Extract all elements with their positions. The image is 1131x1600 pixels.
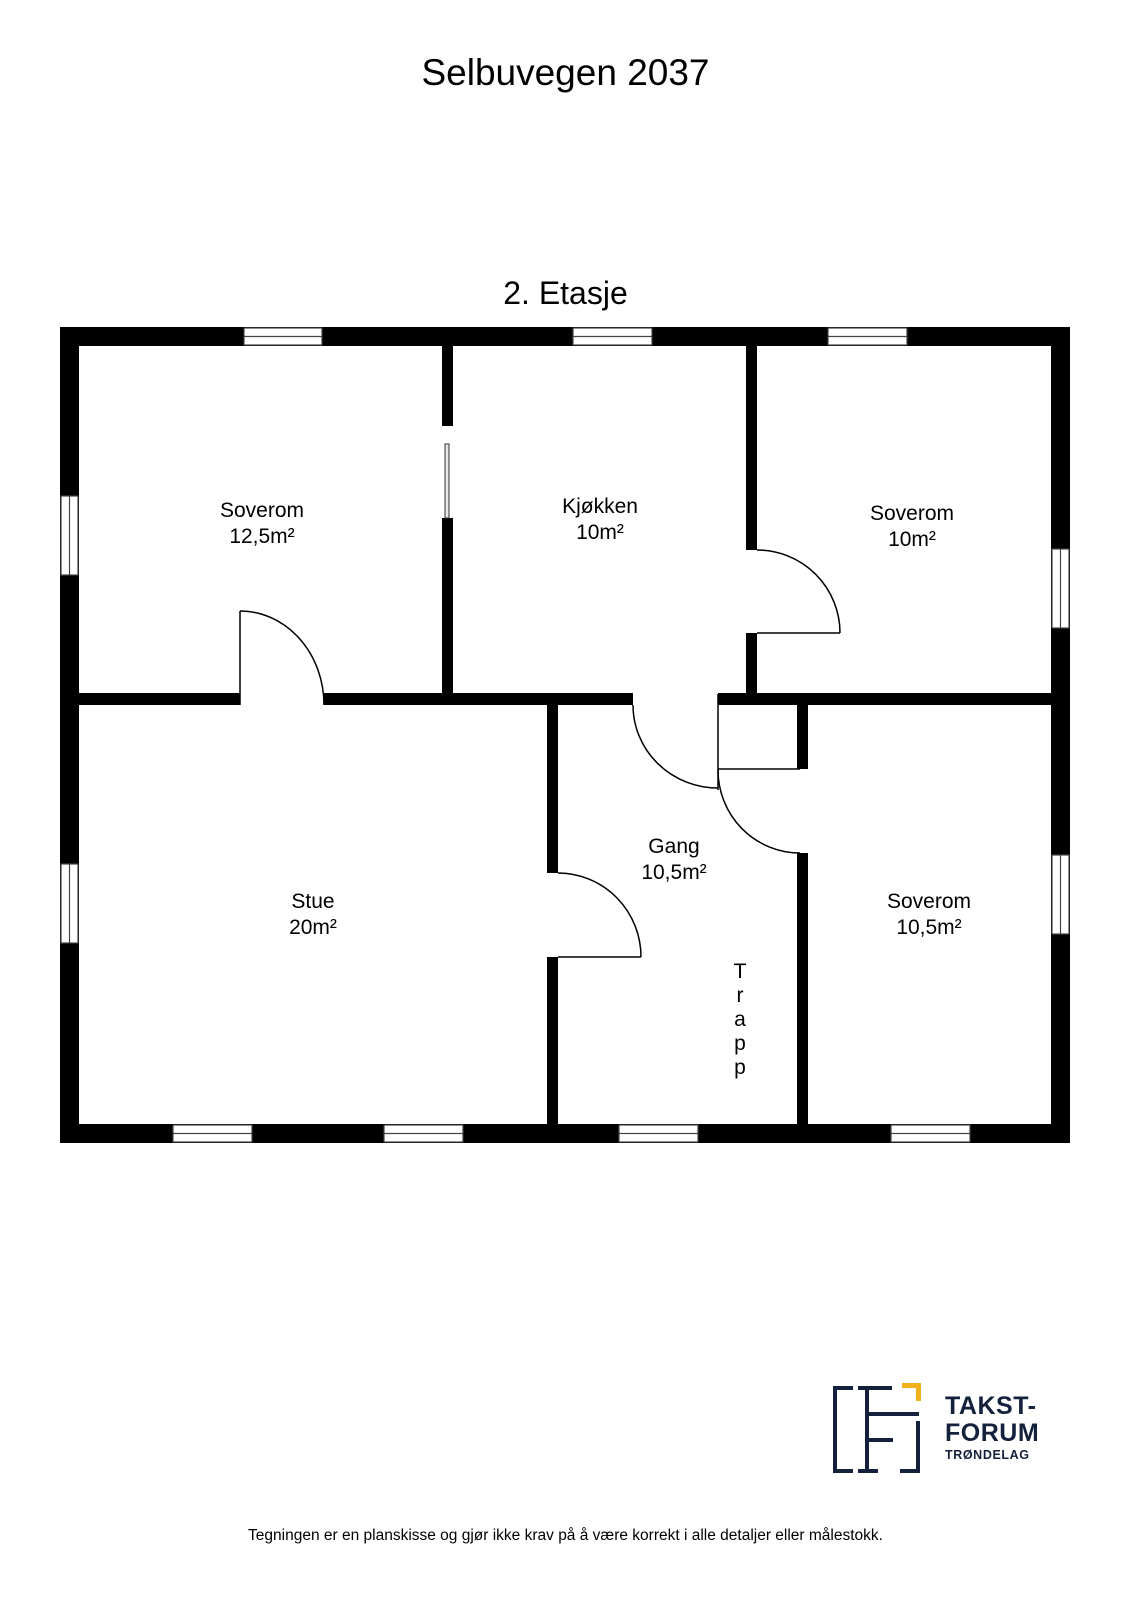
- room-name: Gang: [648, 835, 700, 858]
- disclaimer: Tegningen er en planskisse og gjør ikke …: [248, 1527, 883, 1544]
- room-name: Kjøkken: [562, 495, 638, 518]
- room-gang: Gang 10,5m²: [641, 834, 706, 886]
- room-area: 10,5m²: [896, 916, 962, 939]
- room-area: 12,5m²: [229, 525, 295, 548]
- stairs-letter: p: [734, 1032, 746, 1055]
- stairs-letter: a: [734, 1008, 746, 1031]
- takstforum-logo-icon: [833, 1383, 921, 1473]
- room-area: 20m²: [289, 916, 337, 939]
- stairs-letter: p: [734, 1056, 746, 1079]
- property-title: Selbuvegen 2037: [421, 52, 710, 93]
- room-area: 10,5m²: [641, 861, 707, 884]
- room-kjokken: Kjøkken 10m²: [562, 494, 638, 546]
- stairs-label: T r a p p: [730, 960, 750, 1080]
- stairs-letter: r: [736, 984, 744, 1007]
- room-area: 10m²: [888, 528, 936, 551]
- logo-text: TAKST- FORUM TRØNDELAG: [945, 1393, 1039, 1463]
- room-name: Soverom: [886, 890, 972, 913]
- logo-line-1: TAKST-: [945, 1392, 1037, 1420]
- room-soverom-1: Soverom 12,5m²: [220, 498, 304, 550]
- stairs-letter: T: [733, 960, 747, 983]
- room-soverom-2: Soverom 10m²: [870, 501, 954, 553]
- doors: [239, 443, 841, 958]
- windows: [60, 327, 1070, 1143]
- room-name: Soverom: [219, 499, 305, 522]
- room-name: Soverom: [869, 502, 955, 525]
- room-soverom-3: Soverom 10,5m²: [887, 889, 971, 941]
- room-stue: Stue 20m²: [289, 889, 337, 941]
- room-name: Stue: [291, 890, 335, 913]
- room-area: 10m²: [576, 521, 624, 544]
- floor-title: 2. Etasje: [503, 275, 628, 311]
- walls: [60, 327, 1070, 1143]
- logo-line-3: TRØNDELAG: [945, 1448, 1030, 1462]
- logo-line-2: FORUM: [945, 1419, 1040, 1447]
